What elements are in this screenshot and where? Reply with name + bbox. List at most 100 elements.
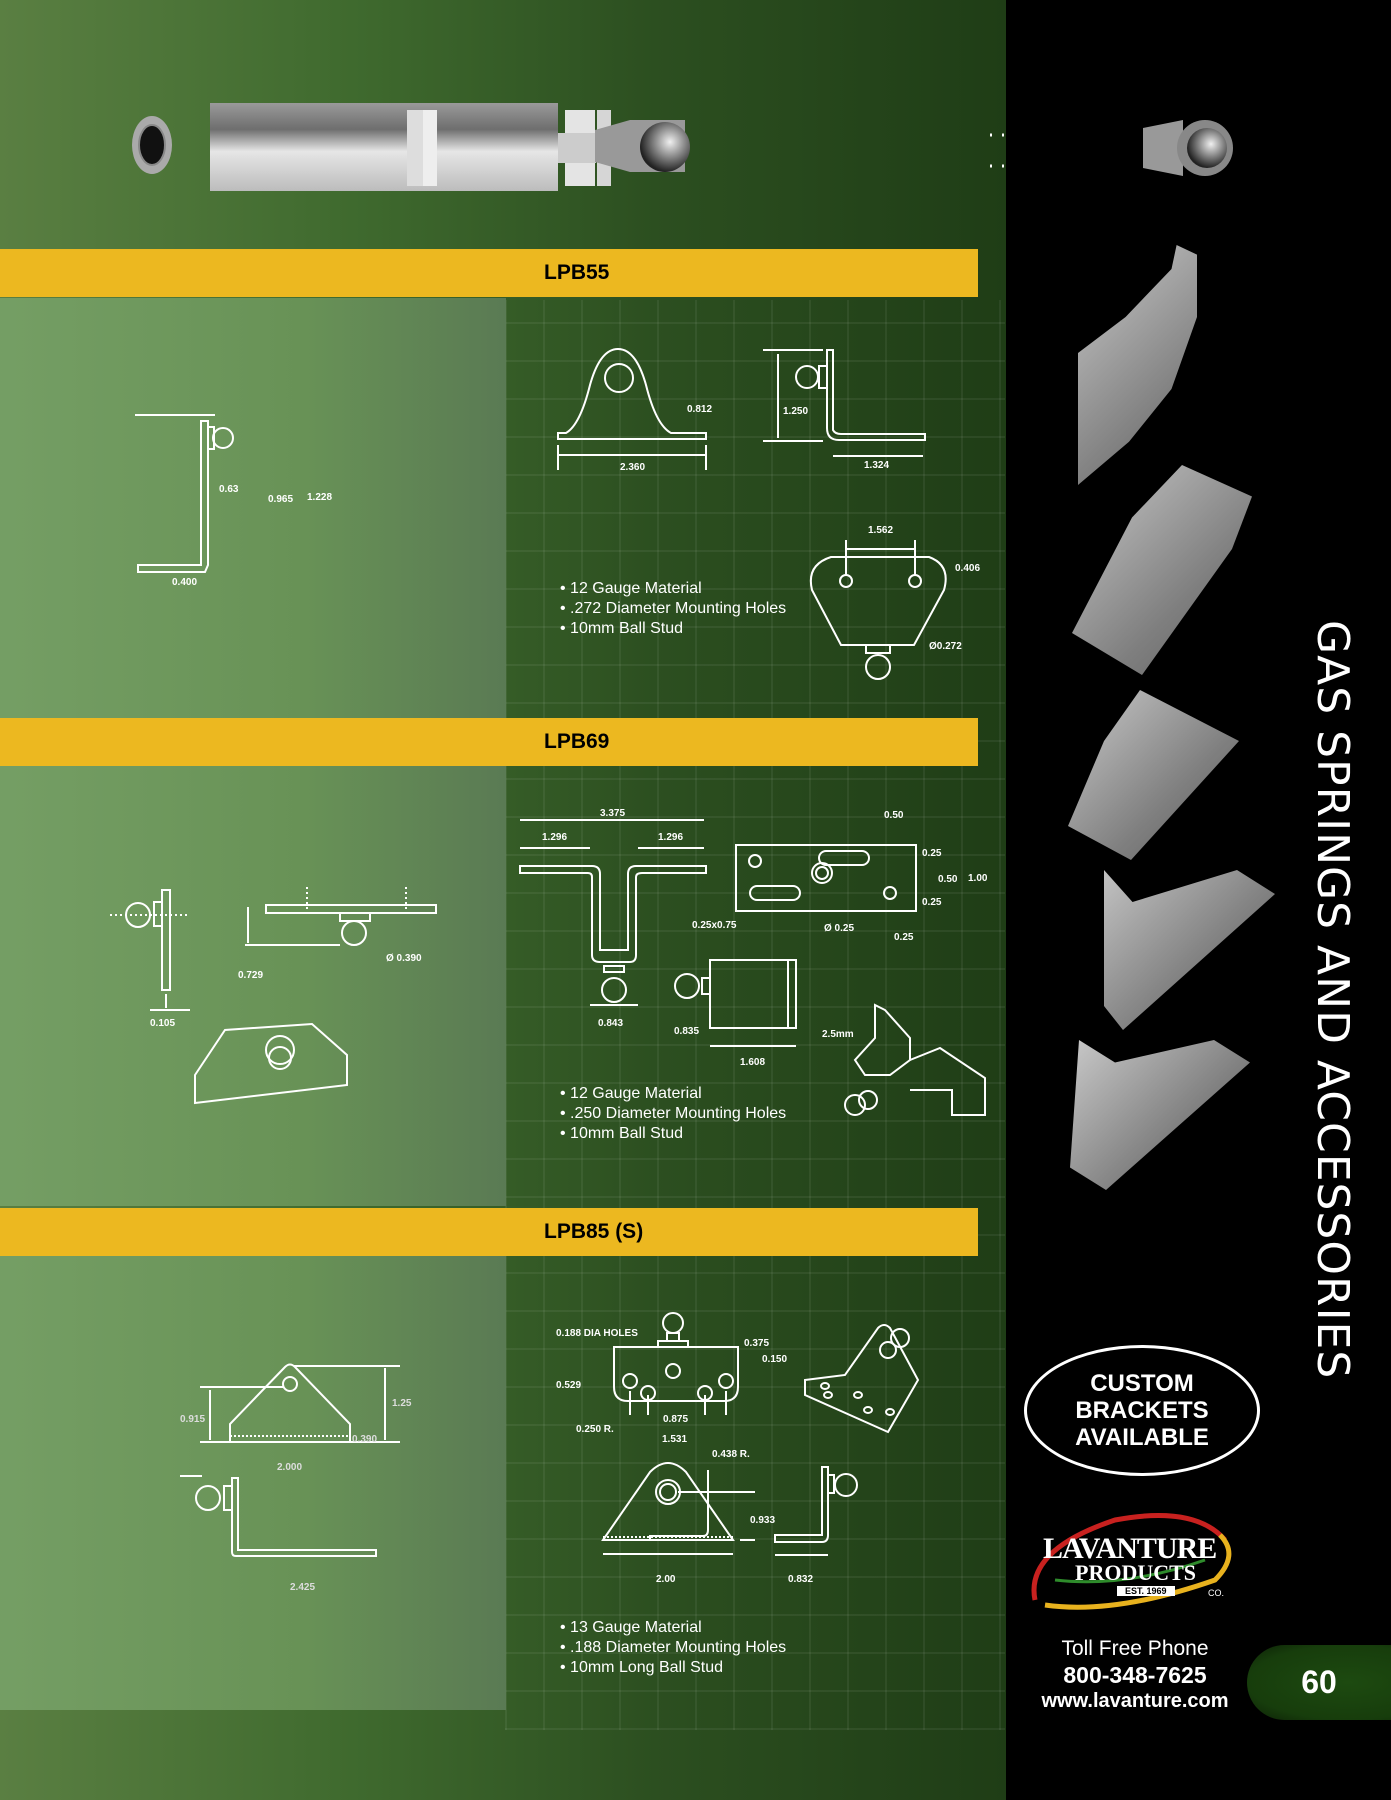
lpb85-dim-0.375: 0.375 bbox=[744, 1338, 770, 1349]
lpb69-dim-0.843: 0.843 bbox=[598, 1018, 624, 1029]
lpb55-front-view-drawing bbox=[557, 347, 707, 470]
lpb85-dim-0.915: 0.915 bbox=[180, 1414, 206, 1425]
lpb85-hole-view-drawing bbox=[613, 1312, 739, 1415]
lpb85-dim-1.531: 1.531 bbox=[662, 1434, 688, 1445]
page-number: 60 bbox=[1301, 1664, 1337, 1700]
lpb69-header-bar: LPB69 bbox=[0, 718, 978, 766]
badge-line: BRACKETS bbox=[1075, 1397, 1209, 1424]
lpb85-dim-2.00: 2.00 bbox=[656, 1574, 676, 1585]
lpb85-dim-2.425: 2.425 bbox=[290, 1582, 316, 1593]
phone-number[interactable]: 800-348-7625 bbox=[1063, 1662, 1207, 1688]
spec-item: .188 Diameter Mounting Holes bbox=[560, 1638, 786, 1658]
logo-line1: LAVANTURE bbox=[1043, 1532, 1217, 1565]
logo-line2: PRODUCTS bbox=[1075, 1560, 1197, 1585]
lpb69-dim-1.296-left: 1.296 bbox=[542, 832, 568, 843]
lpb55-dim-1.250: 1.250 bbox=[783, 406, 809, 417]
lpb69-dim-0.729: 0.729 bbox=[238, 970, 264, 981]
main-content-area: LPB55 0.63 0.965 1.228 0.400 0.812 2.360… bbox=[0, 0, 1006, 1800]
lpb85-isometric-drawing bbox=[804, 1324, 920, 1434]
logo-co: CO. bbox=[1208, 1588, 1225, 1598]
lpb69-dim-slot: 0.25x0.75 bbox=[692, 920, 737, 931]
lpb69-front-view-drawing bbox=[519, 819, 707, 1006]
lpb55-end-view-drawing bbox=[763, 349, 926, 457]
lpb85-dim-0.832: 0.832 bbox=[788, 1574, 814, 1585]
spec-item: 10mm Long Ball Stud bbox=[560, 1658, 786, 1678]
lpb85-side-drawing bbox=[180, 1475, 377, 1557]
page-number-tab: 60 bbox=[1247, 1645, 1391, 1720]
lpb85-dim-0.150: 0.150 bbox=[762, 1354, 788, 1365]
lpb85-dim-hole-label: 0.188 DIA HOLES bbox=[556, 1328, 638, 1339]
contact-block: Toll Free Phone 800-348-7625 www.lavantu… bbox=[1010, 1636, 1260, 1714]
lpb69-dim-hole: Ø 0.25 bbox=[824, 923, 855, 934]
lpb55-dim-0.63: 0.63 bbox=[219, 484, 239, 495]
lpb85-dim-1.25: 1.25 bbox=[392, 1398, 412, 1409]
website-link[interactable]: www.lavanture.com bbox=[1041, 1690, 1229, 1712]
lpb69-side-view-drawing bbox=[110, 889, 190, 1011]
lpb69-dim-0.25-a: 0.25 bbox=[922, 848, 942, 859]
lpb55-left-panel bbox=[0, 298, 506, 718]
section-title-vertical: GAS SPRINGS AND ACCESSORIES bbox=[1307, 620, 1358, 1380]
lpb55-dim-0.812: 0.812 bbox=[687, 404, 713, 415]
lpb85-dim-0.875: 0.875 bbox=[663, 1414, 689, 1425]
lpb55-dim-2.360: 2.360 bbox=[620, 462, 646, 473]
lpb69-dim-0.835: 0.835 bbox=[674, 1026, 700, 1037]
lpb69-left-panel bbox=[0, 766, 506, 1206]
lpb69-plate-view-drawing bbox=[735, 844, 917, 912]
lpb55-dim-1.324: 1.324 bbox=[864, 460, 890, 471]
spec-item: 10mm Ball Stud bbox=[560, 619, 786, 639]
lpb85-dim-0.529: 0.529 bbox=[556, 1380, 582, 1391]
spec-item: 10mm Ball Stud bbox=[560, 1124, 786, 1144]
lpb85-dim-2.000: 2.000 bbox=[277, 1462, 303, 1473]
lpb69-dim-0.25-b: 0.25 bbox=[922, 897, 942, 908]
lpb85-plate-drawing bbox=[200, 1363, 400, 1443]
lpb85-header-bar: LPB85 (S) bbox=[0, 1208, 978, 1256]
spec-item: 12 Gauge Material bbox=[560, 579, 786, 599]
custom-brackets-badge: CUSTOM BRACKETS AVAILABLE bbox=[1024, 1345, 1260, 1476]
lpb85-dim-0.933: 0.933 bbox=[750, 1515, 776, 1526]
lpb55-side-view-drawing bbox=[135, 414, 234, 573]
lpb85-dim-0.250R: 0.250 R. bbox=[576, 1424, 614, 1435]
lpb85-dim-0.390: 0.390 bbox=[352, 1434, 378, 1445]
lpb69-dim-0.390: Ø 0.390 bbox=[386, 953, 422, 964]
badge-line: CUSTOM bbox=[1090, 1370, 1194, 1397]
lpb55-dim-0.406: 0.406 bbox=[955, 563, 981, 574]
toll-free-label: Toll Free Phone bbox=[1061, 1637, 1209, 1660]
lpb69-top-view-drawing bbox=[245, 887, 437, 946]
lpb69-spec-list: 12 Gauge Material .250 Diameter Mounting… bbox=[560, 1084, 786, 1144]
lpb69-dim-0.105: 0.105 bbox=[150, 1018, 176, 1029]
lpb85-left-panel bbox=[0, 1256, 506, 1710]
lpb55-spec-list: 12 Gauge Material .272 Diameter Mounting… bbox=[560, 579, 786, 639]
gas-spring-image bbox=[132, 103, 690, 191]
lpb55-header-bar: LPB55 bbox=[0, 249, 978, 297]
lpb55-dim-1.562: 1.562 bbox=[868, 525, 894, 536]
lpb69-dim-0.50-side: 0.50 bbox=[938, 874, 958, 885]
lpb55-dim-1.228: 1.228 bbox=[307, 492, 333, 503]
lpb55-dim-0.965: 0.965 bbox=[268, 494, 294, 505]
lpb55-top-view-drawing bbox=[809, 540, 947, 680]
lpb69-dim-1.00: 1.00 bbox=[968, 873, 988, 884]
lpb69-dim-0.25-c: 0.25 bbox=[894, 932, 914, 943]
logo-est: EST. 1969 bbox=[1117, 1586, 1175, 1596]
lpb69-isometric-drawing bbox=[194, 1022, 348, 1105]
lpb85-side-view-drawing bbox=[774, 1466, 858, 1556]
lpb69-dim-1.608: 1.608 bbox=[740, 1057, 766, 1068]
spec-item: 12 Gauge Material bbox=[560, 1084, 786, 1104]
spec-item: .272 Diameter Mounting Holes bbox=[560, 599, 786, 619]
lpb69-end-view-drawing bbox=[674, 959, 797, 1047]
lpb69-title: LPB69 bbox=[544, 730, 610, 753]
gas-spring-end-image bbox=[1143, 120, 1233, 176]
lpb55-title: LPB55 bbox=[544, 261, 610, 284]
lavanture-logo: LAVANTURE PRODUCTS EST. 1969 CO. bbox=[1025, 1510, 1235, 1615]
lpb55-dim-0.400: 0.400 bbox=[172, 577, 198, 588]
spec-item: 13 Gauge Material bbox=[560, 1618, 786, 1638]
lpb55-dim-hole-diameter: Ø0.272 bbox=[929, 641, 962, 652]
lpb85-dim-0.438R: 0.438 R. bbox=[712, 1449, 750, 1460]
lpb69-dim-3.375: 3.375 bbox=[600, 808, 626, 819]
lpb69-dim-2.5mm: 2.5mm bbox=[822, 1029, 854, 1040]
lpb69-dim-0.50-top: 0.50 bbox=[884, 810, 904, 821]
lpb85-spec-list: 13 Gauge Material .188 Diameter Mounting… bbox=[560, 1618, 786, 1678]
lpb69-dim-1.296-right: 1.296 bbox=[658, 832, 684, 843]
lpb69-isometric-drawing bbox=[844, 1003, 986, 1116]
lpb85-title: LPB85 (S) bbox=[544, 1220, 644, 1243]
lpb85-front-view-drawing bbox=[601, 1462, 755, 1555]
